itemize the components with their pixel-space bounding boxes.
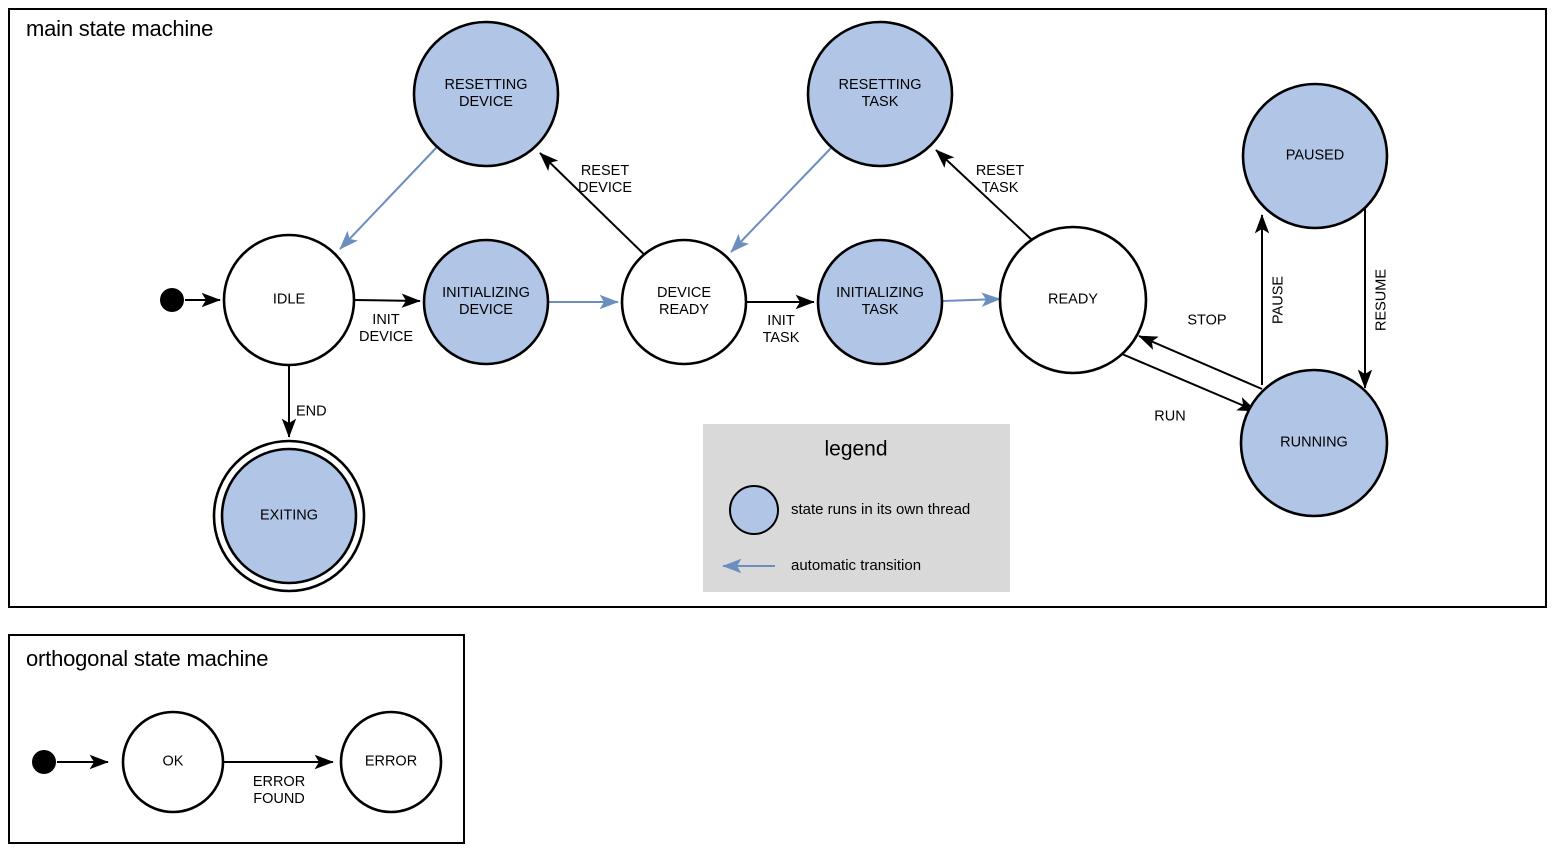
transition-resetting-device-idle bbox=[339, 146, 438, 250]
transition-ready-running bbox=[1121, 353, 1257, 412]
transition-label-init-task: INIT TASK bbox=[762, 312, 800, 346]
main-frame-title: main state machine bbox=[26, 16, 214, 41]
state-initializing-device[interactable] bbox=[422, 238, 550, 366]
transition-label-reset-device: RESET DEVICE bbox=[578, 162, 632, 196]
legend-item-automatic-transition-label: automatic transition bbox=[791, 557, 922, 575]
state-ok[interactable] bbox=[121, 710, 225, 814]
legend-item-thread-state-label: state runs in its own thread bbox=[791, 501, 971, 519]
start-node-main bbox=[160, 288, 184, 312]
transition-label-run: RUN bbox=[1154, 408, 1186, 425]
state-initializing-task[interactable] bbox=[816, 238, 944, 366]
state-resetting-device[interactable] bbox=[412, 20, 560, 168]
transition-label-resume: RESUME bbox=[1373, 268, 1390, 332]
transition-label-error-found: ERROR FOUND bbox=[252, 773, 306, 807]
transition-label-end: END bbox=[296, 403, 327, 420]
state-error[interactable] bbox=[339, 710, 443, 814]
state-resetting-task[interactable] bbox=[806, 20, 954, 168]
transition-resetting-task-device-ready bbox=[730, 146, 833, 253]
state-exiting[interactable] bbox=[220, 447, 358, 585]
state-ready[interactable] bbox=[998, 225, 1148, 375]
state-running[interactable] bbox=[1239, 368, 1389, 518]
start-node-orthogonal bbox=[32, 750, 56, 774]
state-paused[interactable] bbox=[1241, 82, 1389, 230]
transition-ready-resetting-task bbox=[935, 149, 1033, 241]
transition-idle-init-device bbox=[353, 293, 421, 308]
transition-label-reset-task: RESET TASK bbox=[975, 162, 1025, 196]
legend-thread-state-swatch bbox=[729, 485, 779, 535]
orthogonal-frame-title: orthogonal state machine bbox=[26, 646, 269, 671]
state-device-ready[interactable] bbox=[620, 238, 748, 366]
legend-title: legend bbox=[824, 437, 888, 461]
transition-label-init-device: INIT DEVICE bbox=[359, 311, 413, 345]
state-idle[interactable] bbox=[222, 233, 356, 367]
transition-label-pause: PAUSE bbox=[1270, 275, 1287, 325]
transition-device-ready-resetting-device bbox=[539, 152, 656, 266]
transition-running-ready bbox=[1138, 335, 1263, 390]
state-exiting-outer-ring bbox=[212, 439, 366, 593]
transition-label-stop: STOP bbox=[1187, 312, 1227, 329]
transition-init-task-ready bbox=[942, 292, 1001, 307]
